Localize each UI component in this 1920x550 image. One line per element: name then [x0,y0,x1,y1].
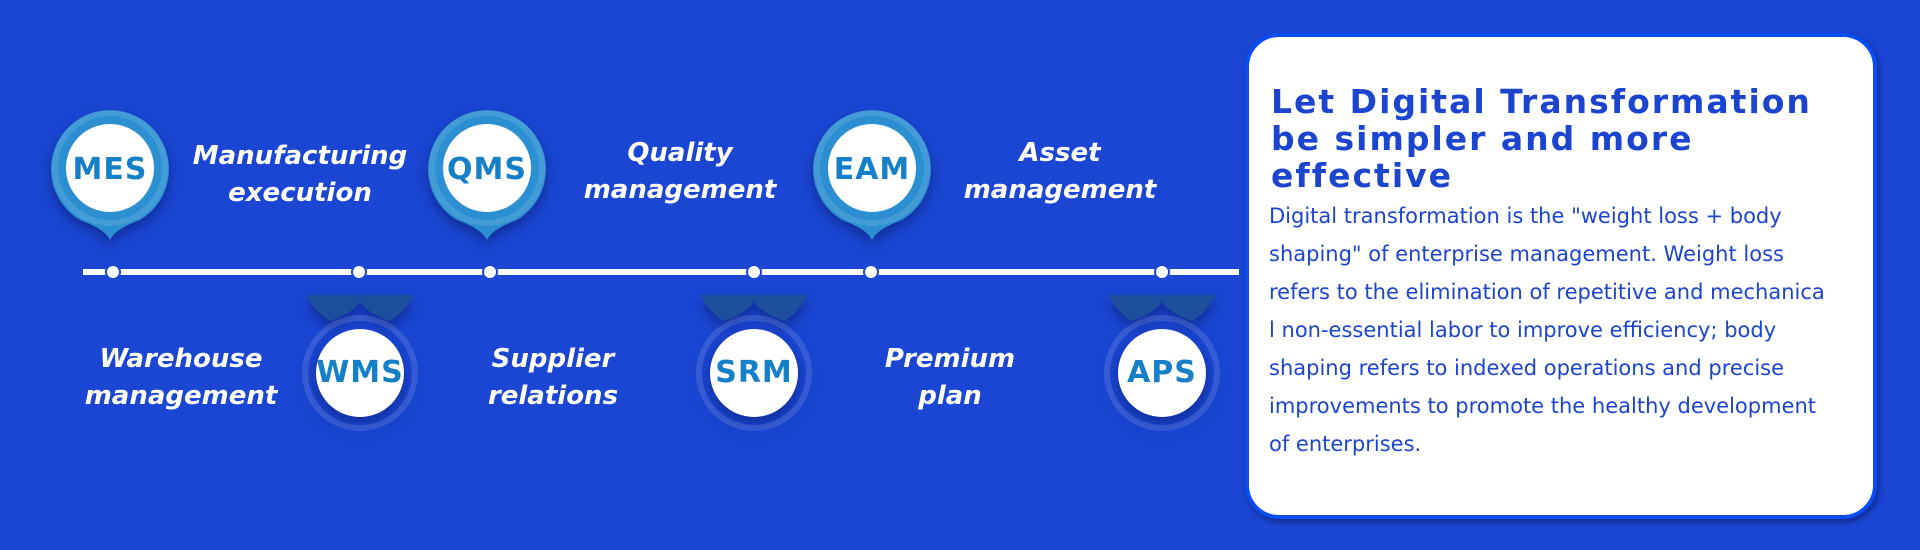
module-code: SRM [715,355,793,390]
label-asset-management: Asset management [963,138,1157,205]
pin-inner-circle [443,124,531,212]
pin-aps: APS [1097,295,1227,455]
pin-srm: SRM [689,295,819,455]
module-code: EAM [833,152,911,187]
module-code: WMS [316,355,404,390]
pin-wms: WMS [295,295,425,455]
pin-mes: MES [45,98,175,258]
pin-shape-icon [700,295,808,321]
label-manufacturing-execution: Manufacturing execution [192,141,408,208]
timeline-line [83,269,1239,275]
timeline-dot [1154,264,1170,280]
pin-ring [696,315,812,431]
label-premium-plan: Premium plan [884,344,1016,411]
pin-ring [429,110,545,226]
label-supplier-relations: Supplier relations [487,344,619,411]
timeline-dot [105,264,121,280]
module-code: MES [72,152,148,187]
pin-qms: QMS [422,98,552,258]
timeline-dot [863,264,879,280]
module-code: APS [1127,355,1197,390]
pin-ring [1104,315,1220,431]
timeline-dot [482,264,498,280]
pin-inner-circle [828,124,916,212]
card-body: Digital transformation is the "weight lo… [1269,204,1825,456]
pin-inner-circle [1118,329,1206,417]
label-warehouse-management: Warehouse management [84,344,278,411]
timeline-dot [351,264,367,280]
pin-eam: EAM [807,98,937,258]
module-code: QMS [447,152,527,187]
timeline-dot [746,264,762,280]
pin-ring [302,315,418,431]
card-title: Let Digital Transformation be simpler an… [1271,82,1812,195]
info-card: Let Digital Transformation be simpler an… [1245,33,1877,519]
pin-shape-icon [1108,295,1216,321]
pin-inner-circle [710,329,798,417]
label-quality-management: Quality management [583,138,777,205]
pin-ring [52,110,168,226]
pin-inner-circle [316,329,404,417]
pin-inner-circle [66,124,154,212]
pin-shape-icon [306,295,414,321]
pin-ring [814,110,930,226]
